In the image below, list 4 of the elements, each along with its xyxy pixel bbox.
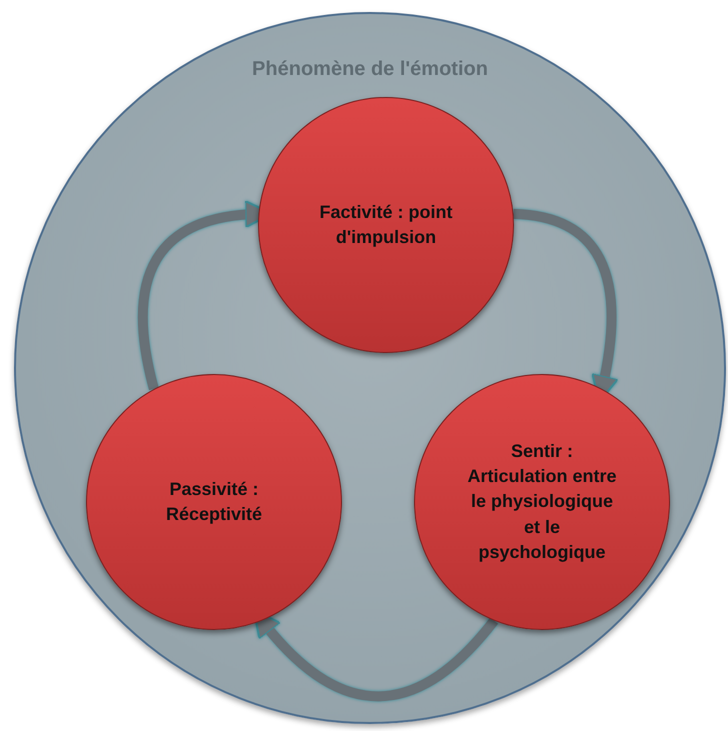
node-label: Sentir : Articulation entre le physiologique et le psychologique (466, 440, 618, 564)
node-label: Factivité : point d'impulsion (318, 200, 454, 249)
group-label: Phénomène de l'émotion (252, 57, 488, 82)
node-label: Passivité : Réceptivité (164, 478, 264, 526)
